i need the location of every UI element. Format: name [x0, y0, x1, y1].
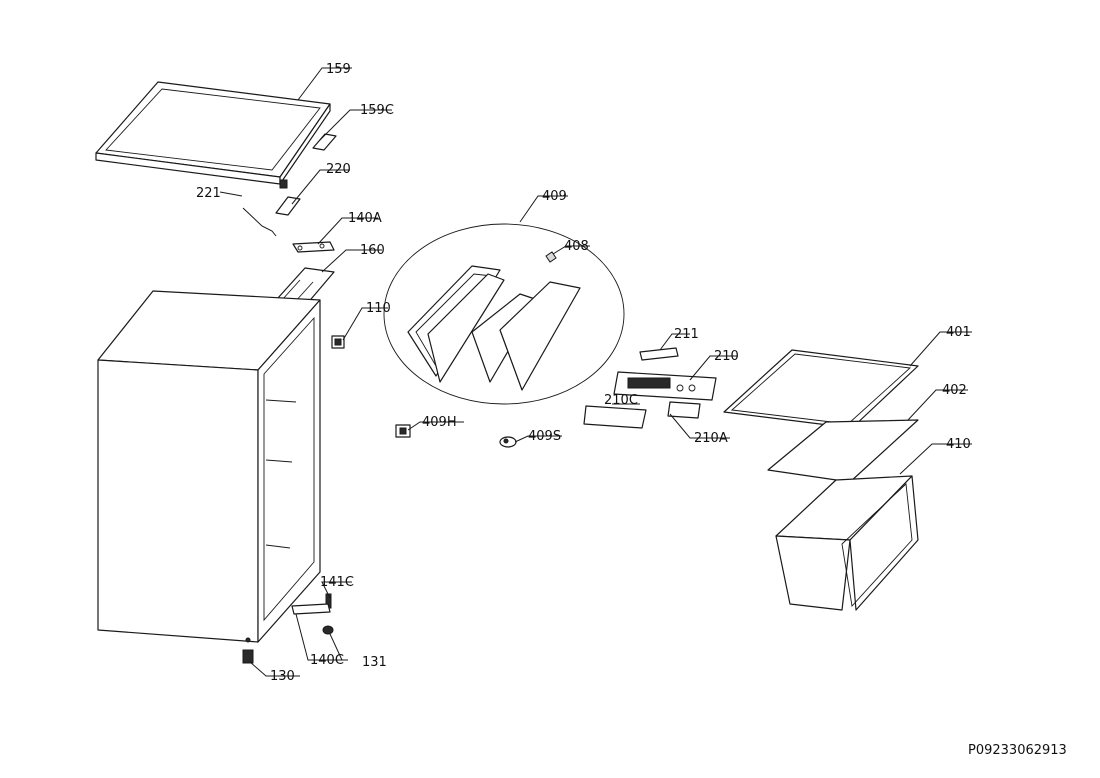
part-140C-lower-hinge	[291, 603, 331, 615]
part-409H-hinge	[395, 424, 411, 438]
leader-lines	[219, 67, 972, 677]
part-410-crisper-drawer	[775, 475, 919, 611]
callout-410: 410	[946, 437, 971, 452]
callout-409H: 409H	[422, 415, 457, 430]
part-159C-label-plate	[312, 133, 337, 151]
callout-408: 408	[564, 239, 589, 254]
callout-409S: 409S	[528, 429, 561, 444]
callout-409: 409	[542, 189, 567, 204]
part-408-clip	[545, 251, 557, 263]
part-210A-cover	[667, 401, 701, 419]
part-130-adjustable-foot	[242, 649, 254, 664]
document-id: P09233062913	[968, 743, 1067, 758]
part-220-bracket	[275, 179, 301, 216]
callout-401: 401	[946, 325, 971, 340]
part-409-freezer-door-group	[383, 223, 625, 405]
callout-220: 220	[326, 162, 351, 177]
callout-160: 160	[360, 243, 385, 258]
callout-211: 211	[674, 327, 699, 342]
part-402-shelf	[767, 419, 919, 483]
callout-131: 131	[362, 655, 387, 670]
part-409S-spring	[499, 436, 517, 448]
callout-159C: 159C	[360, 103, 394, 118]
part-110-component	[331, 335, 345, 349]
part-401-shelf	[723, 349, 919, 429]
part-210C-cover	[583, 405, 647, 429]
part-140A-upper-hinge	[292, 241, 335, 253]
callout-110: 110	[366, 301, 391, 316]
callout-130: 130	[270, 669, 295, 684]
part-159-top-cover	[95, 81, 331, 185]
callout-402: 402	[942, 383, 967, 398]
callout-210C: 210C	[604, 393, 638, 408]
callout-221: 221	[196, 186, 221, 201]
callout-140C: 140C	[310, 653, 344, 668]
part-131-foot-insert	[322, 625, 334, 635]
callout-140A: 140A	[348, 211, 382, 226]
callout-labels: 159 159C 220 221 140A 160 110 409 408 21…	[196, 62, 971, 684]
part-211-panel	[639, 347, 679, 361]
callout-210A: 210A	[694, 431, 728, 446]
callout-159: 159	[326, 62, 351, 77]
cabinet	[97, 290, 321, 643]
callout-210: 210	[714, 349, 739, 364]
part-221-wire	[242, 207, 277, 237]
callout-141C: 141C	[320, 575, 354, 590]
